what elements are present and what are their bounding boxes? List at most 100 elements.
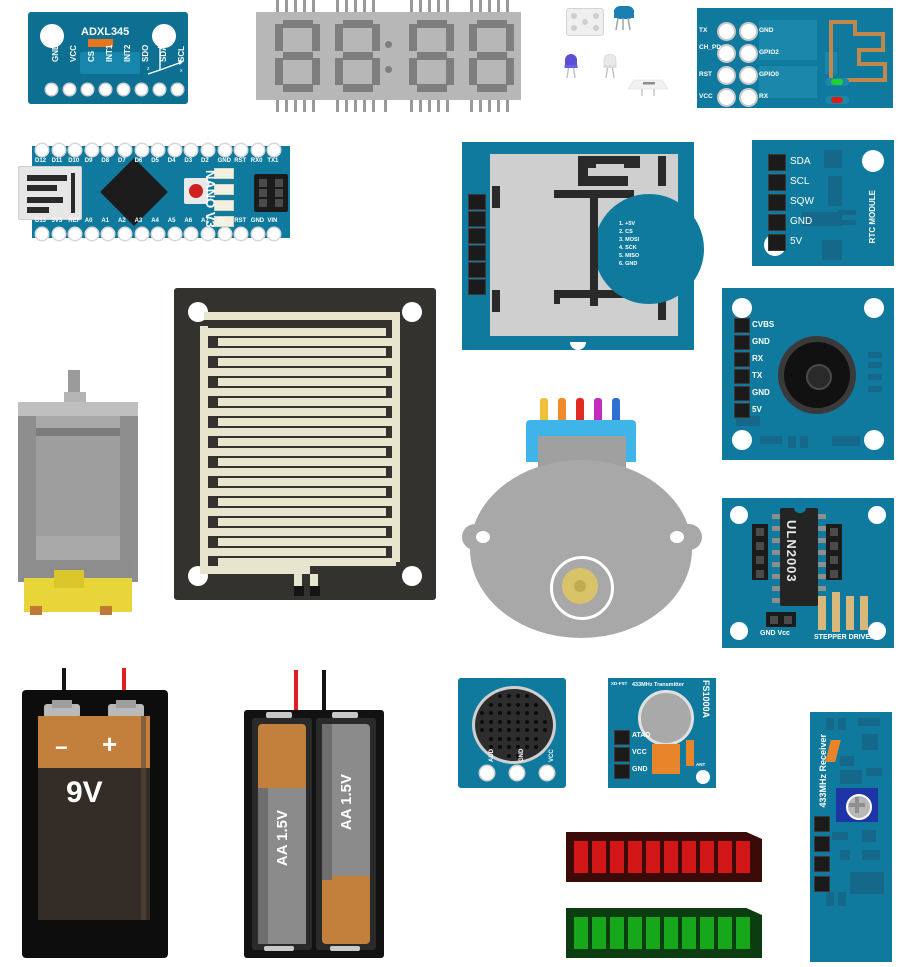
sdcard-pin-entry: 6. GND: [619, 261, 638, 267]
adxl-pin-pad: [46, 84, 57, 95]
rain-trace-finger-a: [208, 508, 386, 516]
led-bar-segment: [592, 917, 606, 949]
nano-pin: [36, 228, 48, 240]
led-bar-segment: [736, 841, 750, 873]
axis-diagram-icon: y z x: [147, 42, 184, 75]
rtc-header-pin: [768, 174, 786, 191]
led-bar-segment: [646, 841, 660, 873]
rftx-corner-label: XD-FST: [611, 681, 628, 686]
camera-header-pin: [734, 386, 750, 401]
uln-left-pin: [756, 528, 764, 536]
esp-pin-pad: [741, 90, 756, 105]
nano-pin: [235, 228, 248, 240]
nano-pin: [235, 144, 248, 156]
mesh-dot: [525, 711, 529, 715]
segment-f: [335, 24, 343, 51]
mesh-dot: [498, 728, 502, 732]
camera-header-pin: [734, 335, 750, 350]
segment-f: [409, 24, 417, 51]
rain-trace-finger-a: [208, 408, 386, 416]
esp-pin-pad: [719, 68, 734, 83]
led-bar-segment: [718, 917, 732, 949]
rain-trace-finger-a: [208, 448, 386, 456]
mesh-dot: [480, 719, 484, 724]
uln-right-pin: [830, 528, 838, 536]
display-leg-group: [336, 0, 375, 12]
sound-pin-label: VCC: [549, 749, 555, 762]
led-bar-red: [566, 832, 762, 882]
rtc-pin-label: SCL: [790, 176, 810, 187]
segment-a: [283, 20, 313, 28]
adxl-pin-pad: [64, 84, 75, 95]
nano-pin: [135, 144, 148, 156]
stepper-wire: [576, 398, 584, 424]
rftx-title: 433MHz Transmitter: [632, 682, 684, 688]
icsp-header: [254, 174, 288, 212]
nano-pin: [102, 228, 115, 240]
uln-ic-leg: [817, 586, 826, 591]
rftx-pin-label: GND: [632, 766, 648, 773]
rain-trace: [310, 574, 318, 594]
adxl-pin-label: VCC: [69, 45, 78, 62]
display-leg-group: [410, 0, 449, 12]
led-bar-segment: [736, 917, 750, 949]
segment-b: [446, 24, 454, 51]
esp-pin-pad: [719, 90, 734, 105]
reset-button[interactable]: [184, 178, 208, 204]
sdcard-pin-entry: 3. MOSI: [619, 237, 640, 243]
uln-ic-leg: [817, 562, 826, 567]
rain-trace-finger-b: [218, 538, 396, 546]
display-leg-group: [470, 0, 509, 12]
led-bar-segment: [700, 841, 714, 873]
mesh-dot: [516, 694, 520, 698]
mesh-dot: [516, 711, 520, 715]
positive-wire: [122, 668, 126, 696]
nano-pin-label: D2: [201, 158, 209, 164]
nano-pin-label: A4: [151, 218, 159, 224]
rtc-pin-label: SQW: [790, 196, 814, 207]
uln-left-pin: [756, 542, 764, 550]
rfrx-header-pin: [814, 856, 830, 872]
esp-pin-pad: [719, 24, 734, 39]
rftx-header-pin: [614, 764, 630, 779]
led-bar-green: [566, 908, 762, 958]
rftx-header-pin: [614, 730, 630, 745]
adxl-pin-label: CS: [87, 50, 96, 62]
led-bar-segment: [628, 917, 642, 949]
adxl-pin-label: SDA: [159, 45, 168, 62]
seven-segment-display: 88:88: [256, 0, 521, 112]
nano-pin: [69, 228, 82, 240]
sdcard-pin-entry: 2. CS: [619, 229, 633, 235]
esp-pin-label: RX: [759, 93, 769, 100]
nano-pin-label: A5: [167, 218, 176, 224]
sd-header-pin: [468, 279, 486, 295]
rain-trace-finger-b: [218, 398, 396, 406]
led-bar-segment: [664, 841, 678, 873]
mesh-dot: [525, 702, 529, 707]
segment-d: [283, 84, 313, 92]
nano-pin-label: TX1: [267, 158, 279, 164]
aa-cell-label-1: AA 1.5V: [274, 810, 291, 867]
sdcard-pin-entry: 1. +5V: [619, 221, 636, 227]
nano-pin: [185, 144, 198, 156]
uln-left-header-body: [752, 524, 768, 580]
nano-pin: [52, 228, 65, 240]
mesh-dot: [507, 745, 511, 749]
seven-segment-digit: [334, 20, 382, 92]
rain-trace: [294, 568, 302, 594]
adxl345-title: ADXL345: [81, 26, 130, 38]
segment-e: [335, 58, 343, 85]
uln-power-label: GND Vcc: [760, 630, 790, 637]
uln-left-pin: [756, 570, 764, 578]
led-bar-segment: [592, 841, 606, 873]
sd-header-pin: [468, 211, 486, 227]
mesh-dot: [480, 728, 484, 732]
segment-b: [372, 24, 380, 51]
rfrx-side-label: 433MHz Receiver: [818, 734, 828, 808]
mesh-dot: [534, 745, 538, 749]
mesh-dot: [516, 702, 520, 707]
nano-pin: [152, 228, 165, 240]
adxl-pin-label: SDO: [141, 44, 150, 62]
nano-pin-label: D9: [84, 158, 93, 164]
stepper-wire: [540, 398, 548, 424]
